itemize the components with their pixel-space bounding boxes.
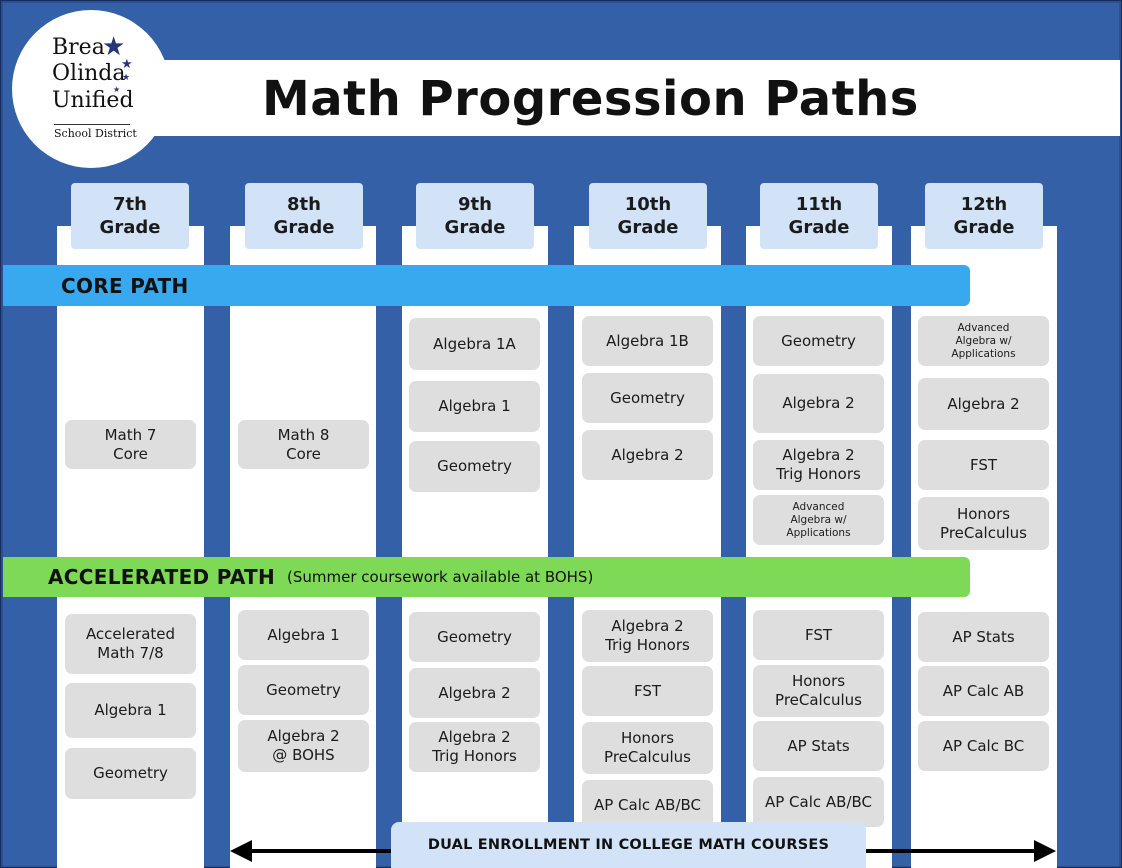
accelerated-path-label: ACCELERATED PATH xyxy=(48,565,276,589)
course-box: Algebra 2 xyxy=(753,374,884,433)
course-box: Algebra 1 xyxy=(409,381,540,432)
course-box: Honors PreCalculus xyxy=(753,665,884,717)
course-box: Geometry xyxy=(753,316,884,366)
course-box: AP Calc AB/BC xyxy=(753,777,884,827)
logo-text-line-4: School District xyxy=(54,127,137,140)
title-bar xyxy=(100,60,1120,136)
course-box: FST xyxy=(582,666,713,716)
arrow-left-icon xyxy=(230,840,252,862)
arrow-right-icon xyxy=(1034,840,1056,862)
grade-word: Grade xyxy=(444,217,506,238)
logo-text-line-2: Olinda xyxy=(52,61,126,86)
course-box: Advanced Algebra w/ Applications xyxy=(753,495,884,545)
course-box: AP Calc AB xyxy=(918,666,1049,716)
course-box: Algebra 2 Trig Honors xyxy=(753,440,884,490)
course-box: Algebra 2 xyxy=(582,430,713,480)
grade-word: Grade xyxy=(99,217,161,238)
dual-enrollment-label: DUAL ENROLLMENT IN COLLEGE MATH COURSES xyxy=(391,822,866,868)
logo-star-icon: ★ xyxy=(102,32,126,62)
course-box: AP Stats xyxy=(918,612,1049,662)
grade-word: Grade xyxy=(273,217,335,238)
course-box: AP Stats xyxy=(753,721,884,771)
course-box: Honors PreCalculus xyxy=(918,497,1049,550)
course-box: Geometry xyxy=(582,373,713,423)
course-box: Algebra 2 Trig Honors xyxy=(582,610,713,662)
accelerated-path-note: (Summer coursework available at BOHS) xyxy=(287,568,594,586)
course-box: Algebra 2 xyxy=(409,668,540,718)
logo-text-line-3: Unified xyxy=(52,88,134,113)
grade-word: Grade xyxy=(788,217,850,238)
core-path-label: CORE PATH xyxy=(61,273,189,298)
course-box: Accelerated Math 7/8 xyxy=(65,614,196,674)
course-box: Algebra 1 xyxy=(65,683,196,738)
grade-number: 7th xyxy=(113,194,147,215)
course-box: Honors PreCalculus xyxy=(582,722,713,774)
course-box: FST xyxy=(753,610,884,660)
course-box: Algebra 1 xyxy=(238,610,369,660)
course-box: Geometry xyxy=(238,665,369,715)
district-logo xyxy=(12,10,170,168)
grade-number: 9th xyxy=(458,194,492,215)
course-box: Algebra 1B xyxy=(582,316,713,366)
grade-word: Grade xyxy=(617,217,679,238)
logo-divider xyxy=(54,124,130,125)
grade-number: 8th xyxy=(287,194,321,215)
course-box: Algebra 2 Trig Honors xyxy=(409,722,540,772)
grade-number: 10th xyxy=(624,194,672,215)
course-box: Geometry xyxy=(65,748,196,799)
course-box: Advanced Algebra w/ Applications xyxy=(918,316,1049,366)
course-box: Geometry xyxy=(409,441,540,492)
course-box: AP Calc BC xyxy=(918,721,1049,771)
logo-star-icon: ★ xyxy=(122,73,131,83)
logo-star-icon: ★ xyxy=(113,85,121,94)
course-box: Algebra 2 xyxy=(918,378,1049,430)
grade-number: 11th xyxy=(795,194,843,215)
page-title: Math Progression Paths xyxy=(262,71,919,127)
dual-enrollment-arrow-line xyxy=(250,849,395,853)
grade-number: 12th xyxy=(960,194,1008,215)
course-box: Math 8 Core xyxy=(238,420,369,469)
logo-text-line-1: Brea xyxy=(52,35,105,60)
grade-word: Grade xyxy=(953,217,1015,238)
accelerated-path-bar: ACCELERATED PATH (Summer coursework avai… xyxy=(3,557,970,597)
course-box: Algebra 1A xyxy=(409,318,540,370)
course-box: Math 7 Core xyxy=(65,420,196,469)
course-box: FST xyxy=(918,440,1049,490)
logo-star-icon: ★ xyxy=(121,57,133,72)
course-box: Algebra 2 @ BOHS xyxy=(238,720,369,772)
course-box: AP Calc AB/BC xyxy=(582,780,713,830)
dual-enrollment-arrow-line xyxy=(862,849,1037,853)
course-box: Geometry xyxy=(409,612,540,662)
core-path-bar: CORE PATH xyxy=(3,265,970,306)
